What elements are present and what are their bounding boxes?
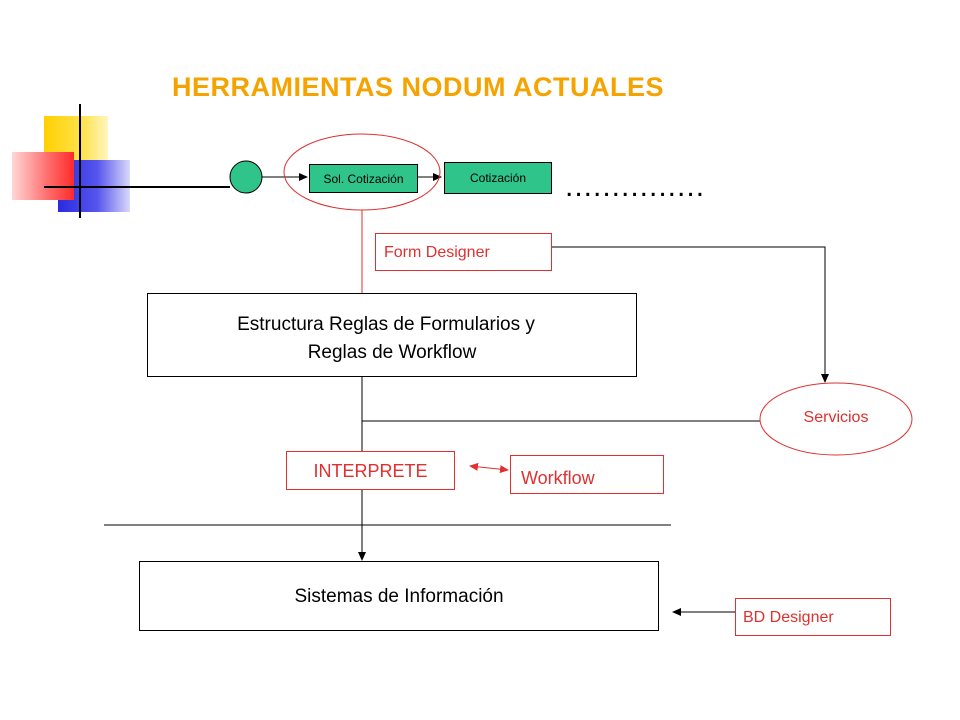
page-title: HERRAMIENTAS NODUM ACTUALES xyxy=(172,72,664,102)
sistemas-informacion-box: Sistemas de Información xyxy=(139,561,659,631)
rules-structure-line2: Reglas de Workflow xyxy=(307,342,477,363)
form-designer-label: Form Designer xyxy=(384,244,490,261)
process-step-sol-cotizacion: Sol. Cotización xyxy=(309,164,418,193)
process-step-cotizacion: Cotización xyxy=(444,162,552,194)
process-step-label: Cotización xyxy=(469,171,527,185)
servicios-label: Servicios xyxy=(803,409,869,426)
bd-designer-box: BD Designer xyxy=(735,598,891,636)
process-start-node xyxy=(229,160,263,194)
bd-designer-label: BD Designer xyxy=(743,609,834,626)
form-designer-box: Form Designer xyxy=(375,233,552,271)
servicios-ellipse xyxy=(759,382,913,456)
process-continuation: ............... xyxy=(565,170,706,203)
interprete-label: INTERPRETE xyxy=(313,461,428,481)
process-step-label: Sol. Cotización xyxy=(323,172,404,186)
interprete-workflow-arrow xyxy=(469,462,509,474)
interprete-box: INTERPRETE xyxy=(286,451,455,490)
logo-red-square xyxy=(12,152,74,200)
form-designer-to-servicios-arrow xyxy=(552,246,829,383)
rules-structure-box: Estructura Reglas de Formularios y Regla… xyxy=(147,293,637,377)
workflow-box: Workflow xyxy=(510,455,664,494)
workflow-label: Workflow xyxy=(521,468,595,488)
rules-structure-line1: Estructura Reglas de Formularios y xyxy=(237,314,535,335)
sistemas-informacion-label: Sistemas de Información xyxy=(294,586,504,607)
